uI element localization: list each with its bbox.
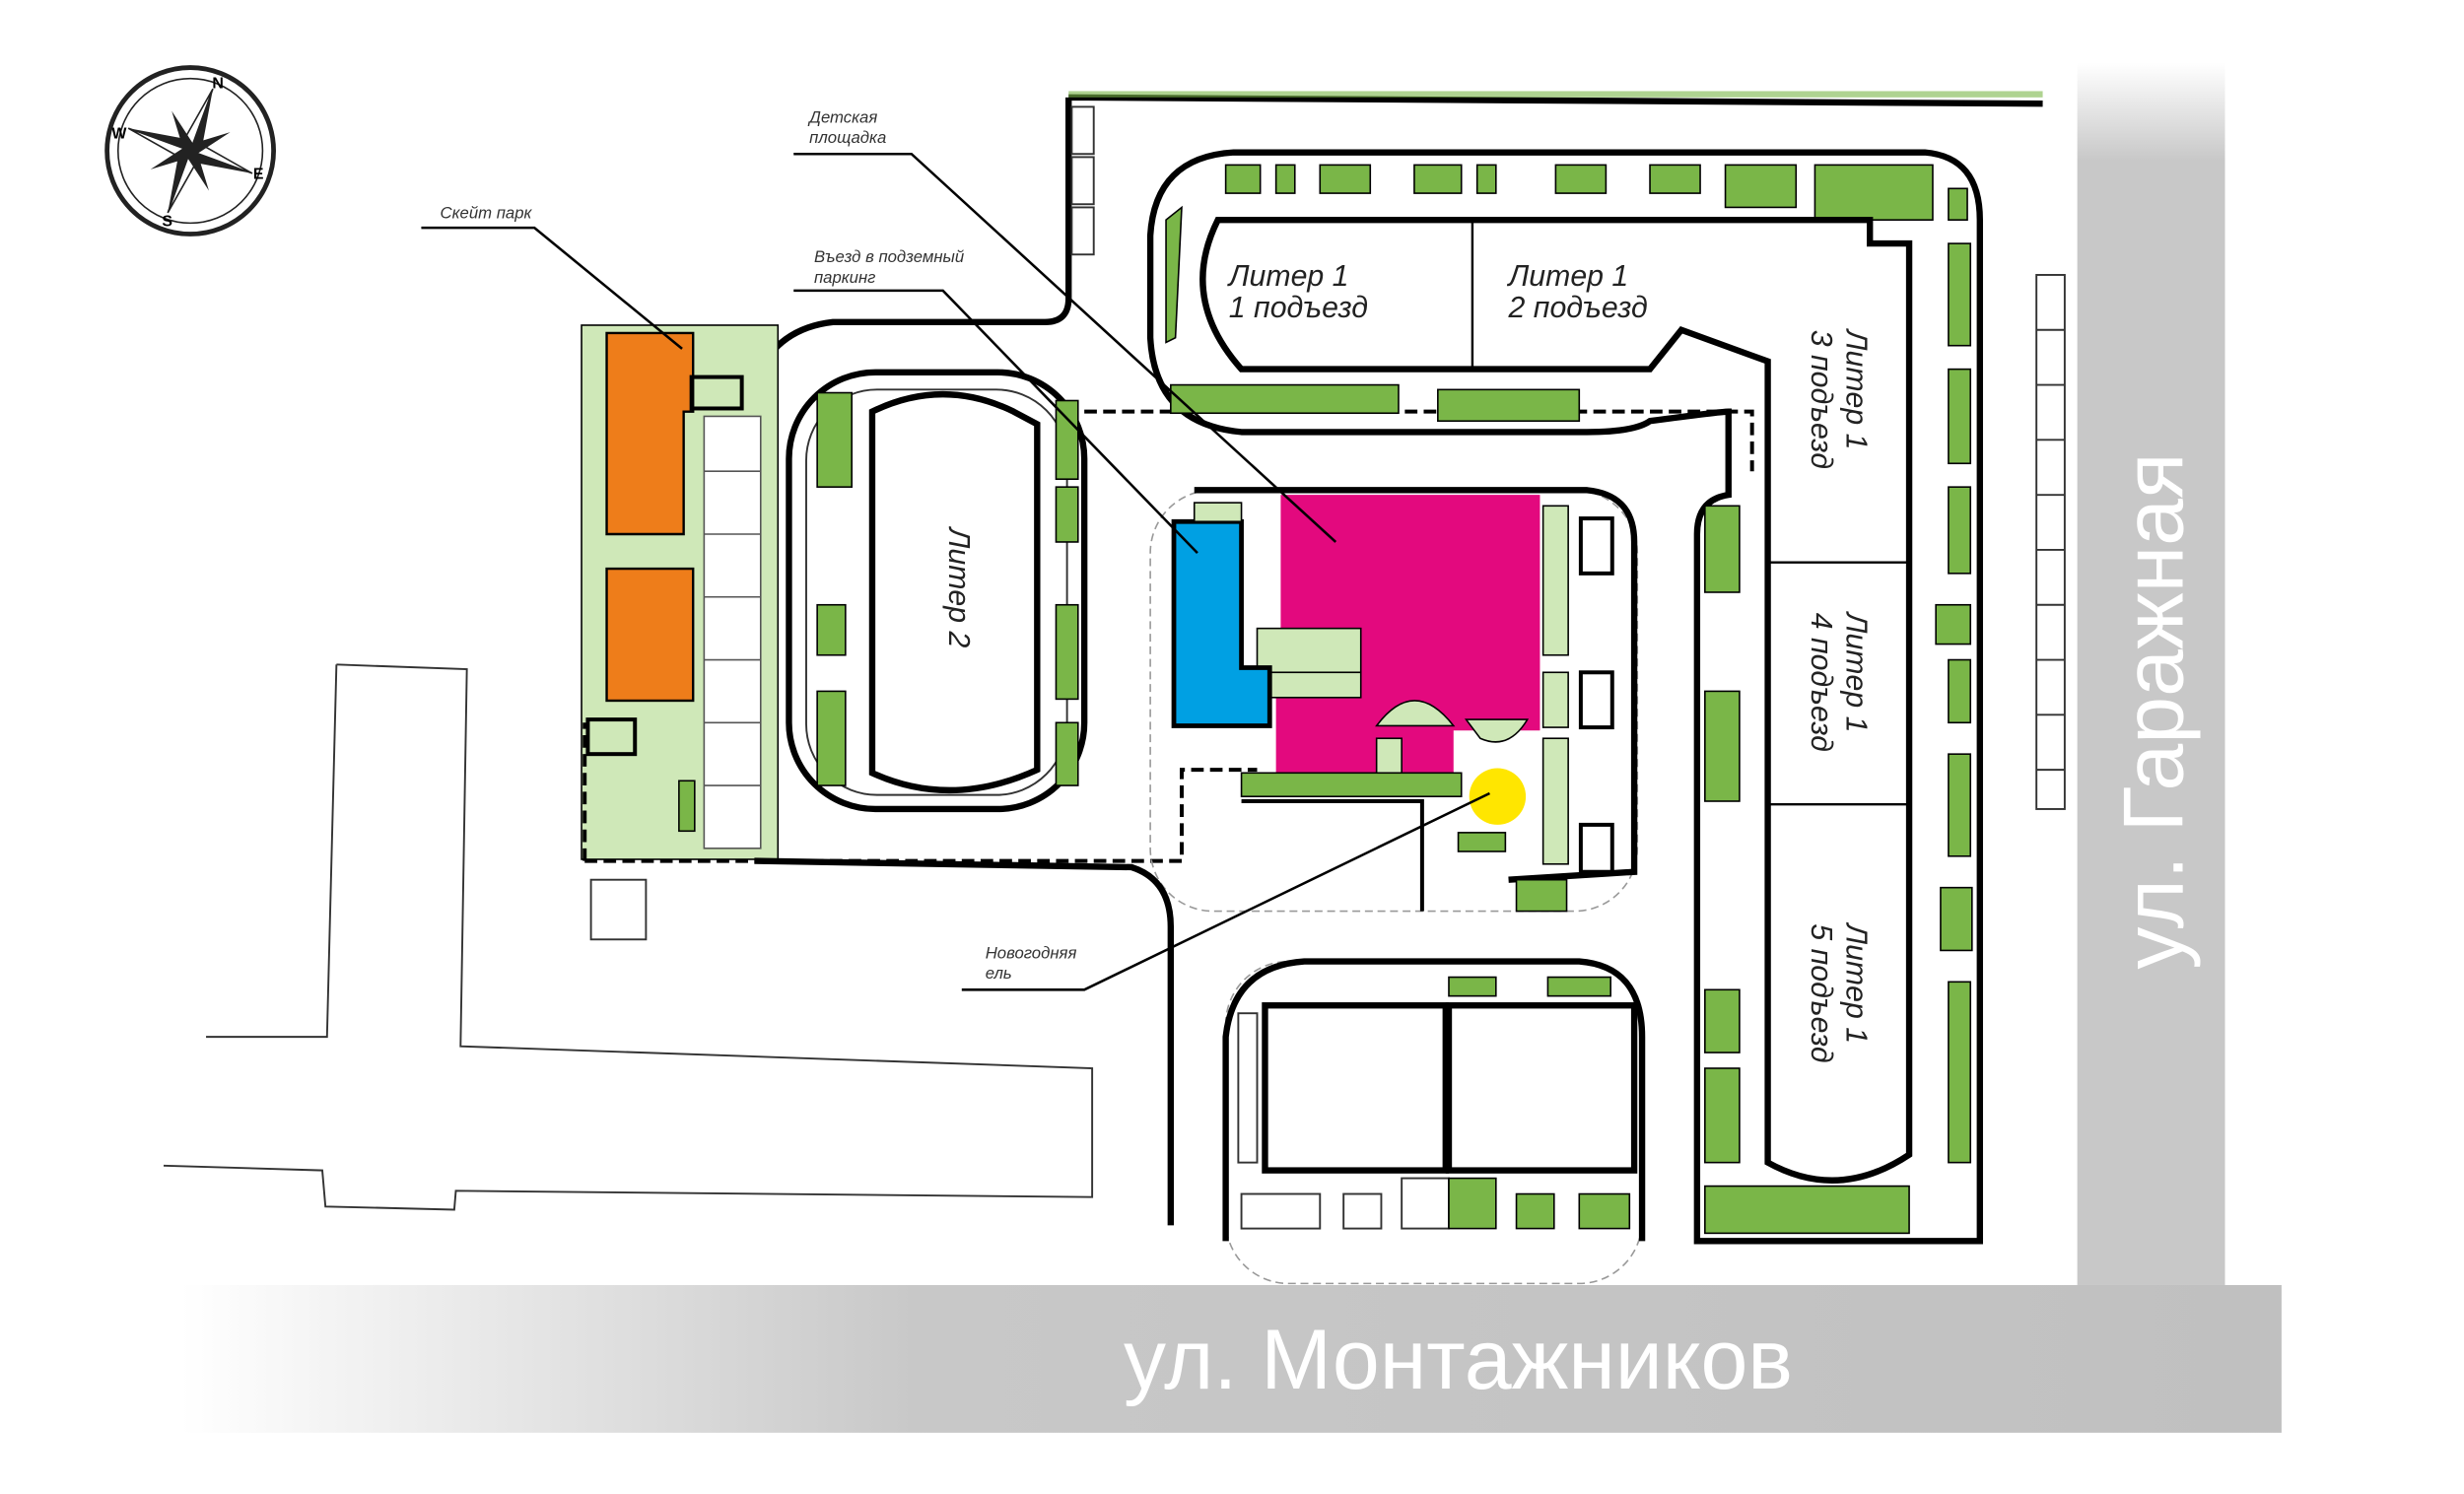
liter1-entrance2-title: Литер 1 <box>1507 260 1629 293</box>
underground-parking-outline <box>582 409 1754 863</box>
neighbor-lot-outline-2 <box>206 664 338 1039</box>
liter1-entrance4-subtitle: 4 подъезд <box>1805 613 1837 752</box>
callout-parking-line1: Въезд в подземный <box>814 247 964 266</box>
liter1-entrance5-subtitle: 5 подъезд <box>1805 923 1837 1062</box>
callout-tree-line2: ель <box>986 964 1012 983</box>
callout-skatepark: Скейт парк <box>421 204 683 350</box>
south-building-block <box>1222 958 1646 1285</box>
compass-s: S <box>162 214 172 231</box>
liter1-entrance1-subtitle: 1 подъезд <box>1229 292 1368 324</box>
neighbor-lot-outline <box>163 663 1094 1211</box>
parking-lot-west <box>703 415 762 849</box>
liter1-entrance2-subtitle: 2 подъезд <box>1508 292 1648 324</box>
street-garazhnaya: ул. Гаражная <box>2077 62 2225 1285</box>
compass-rose-icon: N E S W <box>104 65 276 237</box>
playground <box>1275 495 1540 774</box>
skatepark-2 <box>605 567 695 703</box>
callout-playground-line1: Детская <box>807 107 877 126</box>
liter1-building <box>1199 216 1913 1184</box>
callout-christmas-tree: Новогодняя ель <box>961 791 1490 991</box>
liter1-entrance3-subtitle: 3 подъезд <box>1805 330 1837 469</box>
liter2-block: Литер 2 <box>786 369 1088 813</box>
liter1-entrance1-title: Литер 1 <box>1227 260 1349 293</box>
hedge-strip <box>1068 91 2043 98</box>
liter2-building <box>868 391 1041 794</box>
callout-parking-line2: паркинг <box>814 268 875 287</box>
street-label-montazhnikov: ул. Монтажников <box>1124 1313 1793 1407</box>
christmas-tree <box>1469 768 1527 825</box>
callout-playground: Детская площадка <box>793 107 1337 543</box>
liter1-entrance4-title: Литер 1 <box>1839 611 1872 733</box>
road-edge <box>754 857 1175 1226</box>
street-label-garazhnaya: ул. Гаражная <box>2106 452 2201 969</box>
street-montazhnikov: ул. Монтажников <box>180 1284 2282 1433</box>
liter1-entrance5-title: Литер 1 <box>1839 921 1872 1044</box>
compass-n: N <box>212 75 224 92</box>
callout-skatepark-label: Скейт парк <box>441 204 533 223</box>
liter1-block: Литер 1 1 подъезд Литер 1 2 подъезд Лите… <box>1146 149 2066 1245</box>
central-courtyard <box>1149 487 1639 913</box>
callout-tree-line1: Новогодняя <box>986 943 1077 962</box>
compass-e: E <box>253 167 264 183</box>
callout-playground-line2: площадка <box>809 128 886 147</box>
callout-parking-entrance: Въезд в подземный паркинг <box>793 247 1198 555</box>
parking-row-top <box>1070 105 1095 256</box>
parking-entrance <box>1171 518 1272 728</box>
liter1-entrance3-title: Литер 1 <box>1839 328 1872 450</box>
small-structure <box>589 878 648 941</box>
compass-w: W <box>111 125 127 142</box>
skatepark <box>605 331 695 536</box>
liter2-label: Литер 2 <box>942 526 975 648</box>
